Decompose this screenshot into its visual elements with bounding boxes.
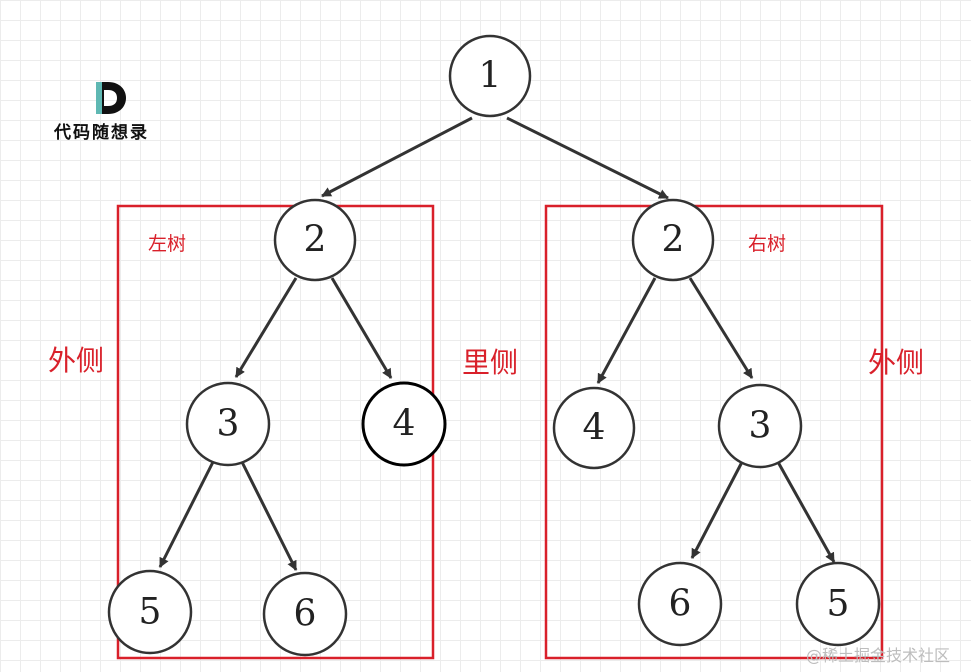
node-left-3-value: 3 <box>217 404 240 445</box>
edge-right-2-to-3 <box>688 277 754 379</box>
node-left-6: 6 <box>262 571 348 657</box>
node-left-5: 5 <box>107 569 193 655</box>
logo-accent-bar <box>96 82 102 114</box>
inner-label: 里侧 <box>462 346 518 379</box>
right-subtree-box <box>544 204 884 660</box>
node-left-2: 2 <box>273 198 357 282</box>
left-tree-label: 左树 <box>148 233 186 255</box>
right-tree-label: 右树 <box>748 233 786 255</box>
edge-1-to-left-2 <box>321 116 473 198</box>
edge-left-3-to-5 <box>158 461 215 568</box>
edge-1-to-right-2 <box>506 116 669 200</box>
edges <box>158 116 836 571</box>
node-root-value: 1 <box>479 56 502 97</box>
edge-left-3-to-6 <box>240 461 298 571</box>
node-left-2-value: 2 <box>304 220 327 261</box>
node-right-4-value: 4 <box>583 408 606 449</box>
watermark: @稀土掘金技术社区 <box>806 646 950 665</box>
logo: 代码随想录 <box>53 82 149 143</box>
edge-right-3-to-5 <box>776 461 836 563</box>
node-right-2: 2 <box>631 198 715 282</box>
node-right-2-value: 2 <box>662 220 685 261</box>
node-right-3: 3 <box>717 383 803 469</box>
node-left-5-value: 5 <box>139 592 162 633</box>
node-right-5-value: 5 <box>827 584 850 625</box>
outer-label-left: 外侧 <box>48 344 104 377</box>
node-left-3: 3 <box>185 381 271 467</box>
node-right-4: 4 <box>552 386 636 470</box>
edge-right-3-to-6 <box>690 461 744 559</box>
edge-left-2-to-3 <box>234 277 298 378</box>
node-left-6-value: 6 <box>294 594 317 635</box>
node-right-3-value: 3 <box>749 406 772 447</box>
logo-name: 代码随想录 <box>53 122 149 143</box>
node-right-6-value: 6 <box>669 584 692 625</box>
logo-d-icon <box>96 82 126 114</box>
edge-right-2-to-4 <box>596 277 657 384</box>
outer-label-right: 外侧 <box>868 346 924 379</box>
node-left-4: 4 <box>361 381 447 467</box>
node-root: 1 <box>448 34 532 118</box>
edge-left-2-to-4 <box>330 277 393 379</box>
node-right-6: 6 <box>637 561 723 647</box>
node-left-4-value: 4 <box>393 404 416 445</box>
node-right-5: 5 <box>795 561 881 647</box>
